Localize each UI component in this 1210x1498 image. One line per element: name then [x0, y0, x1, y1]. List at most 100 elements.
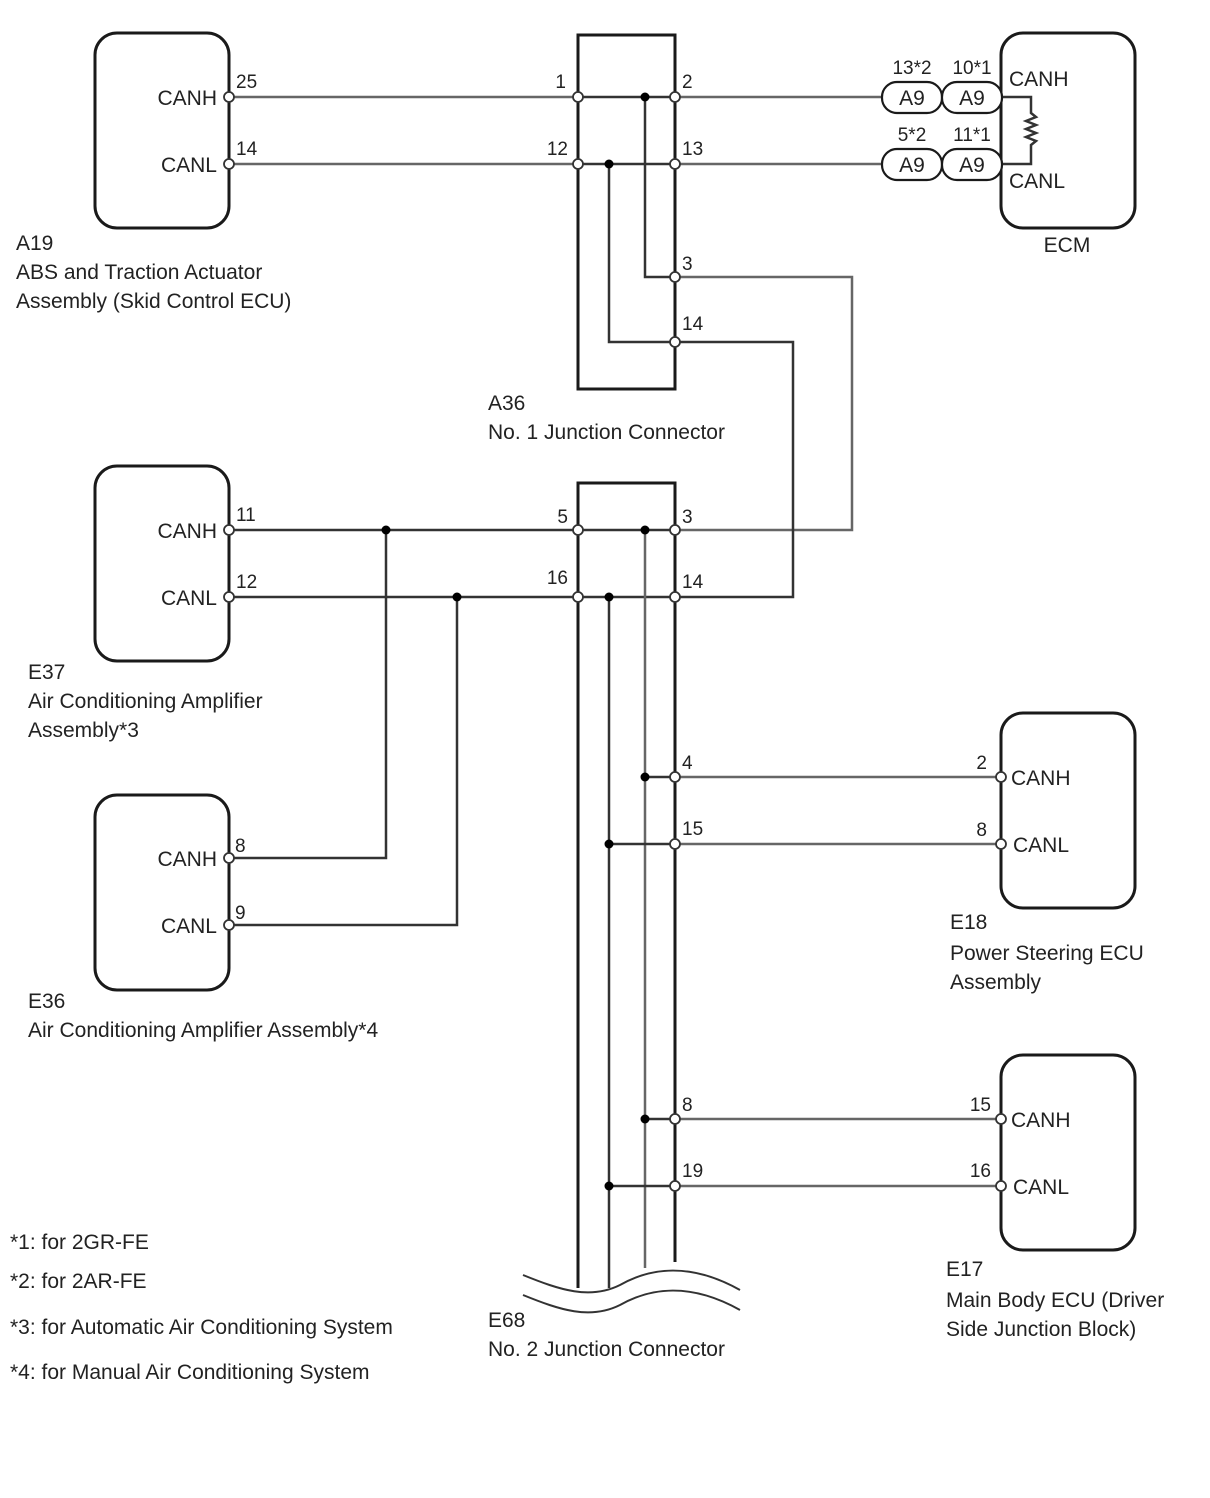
pin-number: 8 [682, 1095, 693, 1116]
pin-number: 9 [235, 903, 246, 924]
splice-point [604, 159, 614, 169]
pin-number: 11 [236, 505, 256, 526]
ecu-box-e36 [93, 793, 231, 992]
signal-label: CANL [1009, 170, 1065, 193]
terminal [995, 1180, 1007, 1192]
a9-label: A9 [899, 154, 925, 177]
wires [229, 95, 1040, 1288]
terminal [572, 524, 584, 536]
component-name: Power Steering ECU [950, 942, 1144, 965]
splice-point [381, 525, 391, 535]
a9-pin-number: 5*2 [898, 125, 927, 146]
footnote: *2: for 2AR-FE [10, 1270, 147, 1293]
signal-label: CANL [161, 154, 217, 177]
signal-label: CANH [157, 848, 217, 871]
a9-label: A9 [899, 87, 925, 110]
pin-number: 16 [547, 568, 568, 589]
signal-label: CANL [1013, 1176, 1069, 1199]
component-name: Main Body ECU (Driver [946, 1289, 1164, 1312]
component-name: No. 2 Junction Connector [488, 1338, 725, 1361]
pin-number: 15 [682, 819, 703, 840]
pin-number: 15 [970, 1095, 991, 1116]
terminal [572, 158, 584, 170]
signal-label: CANL [161, 587, 217, 610]
a9-connector-10 [940, 80, 1004, 115]
splice-point [452, 592, 462, 602]
pin-number: 25 [236, 72, 257, 93]
terminals [223, 91, 1007, 1192]
ecu-box-e37 [93, 464, 231, 663]
wire-e36-canl [229, 597, 459, 927]
component-id: A19 [16, 232, 53, 255]
wire-a36-e68-canh [675, 275, 854, 532]
wire-a36-branch-l [607, 164, 675, 344]
terminal [669, 271, 681, 283]
terminal [995, 771, 1007, 783]
ecu-box-a19 [93, 31, 231, 230]
terminal [223, 91, 235, 103]
pin-number: 2 [682, 72, 693, 93]
component-id: E68 [488, 1309, 525, 1332]
component-name: Air Conditioning Amplifier Assembly*4 [28, 1019, 378, 1042]
terminal [223, 919, 235, 931]
signal-label: CANH [157, 87, 217, 110]
terminal [669, 158, 681, 170]
signal-label: CANH [1011, 1109, 1071, 1132]
terminal [572, 591, 584, 603]
pin-number: 14 [682, 572, 704, 593]
signal-label: CANH [1009, 68, 1069, 91]
terminal [669, 336, 681, 348]
component-name: ABS and Traction Actuator [16, 261, 262, 284]
e68-break-mark-upper [522, 1269, 741, 1294]
component-id: E36 [28, 990, 65, 1013]
component-name: Side Junction Block) [946, 1318, 1136, 1341]
pin-number: 5 [557, 507, 568, 528]
component-name: Air Conditioning Amplifier [28, 690, 263, 713]
splice-point [604, 1181, 614, 1191]
a9-pin-number: 13*2 [892, 58, 931, 79]
e68-connector-top [576, 481, 677, 530]
pin-number: 3 [682, 254, 693, 275]
terminal [669, 91, 681, 103]
pin-number: 16 [970, 1161, 991, 1182]
footnote: *1: for 2GR-FE [10, 1231, 149, 1254]
terminal [223, 591, 235, 603]
ecu-box-e18 [999, 711, 1137, 910]
pin-number: 12 [547, 139, 568, 160]
splice-point [640, 525, 650, 535]
a9-label: A9 [959, 87, 985, 110]
pin-number: 13 [682, 139, 703, 160]
ecm-a9-connectors: A9 A9 A9 A9 13*2 10*1 5*2 11*1 [880, 58, 1004, 182]
component-name: Assembly (Skid Control ECU) [16, 290, 291, 313]
splice-points [381, 92, 650, 1191]
terminal [669, 771, 681, 783]
splice-point [640, 772, 650, 782]
component-id: E17 [946, 1258, 983, 1281]
ecu-box-e17 [999, 1053, 1137, 1252]
splice-point [604, 839, 614, 849]
terminal [669, 524, 681, 536]
splice-point [640, 92, 650, 102]
terminal [223, 524, 235, 536]
pin-number: 12 [236, 572, 257, 593]
terminal [572, 91, 584, 103]
pin-number: 2 [976, 753, 987, 774]
component-name: No. 1 Junction Connector [488, 421, 725, 444]
footnote: *3: for Automatic Air Conditioning Syste… [10, 1316, 393, 1339]
ecu-box-ecm [999, 31, 1137, 230]
a9-pin-number: 11*1 [953, 125, 991, 146]
signal-label: CANH [1011, 767, 1071, 790]
signal-label: CANH [157, 520, 217, 543]
wire-a36-e68-canl [675, 340, 795, 599]
pin-number: 14 [236, 139, 258, 160]
termination-resistor [1001, 95, 1040, 166]
a9-label: A9 [959, 154, 985, 177]
terminal [669, 838, 681, 850]
terminal [669, 1113, 681, 1125]
pin-number: 4 [682, 753, 693, 774]
terminal [669, 1180, 681, 1192]
pin-number: 14 [682, 314, 704, 335]
terminal [223, 852, 235, 864]
terminal [669, 591, 681, 603]
